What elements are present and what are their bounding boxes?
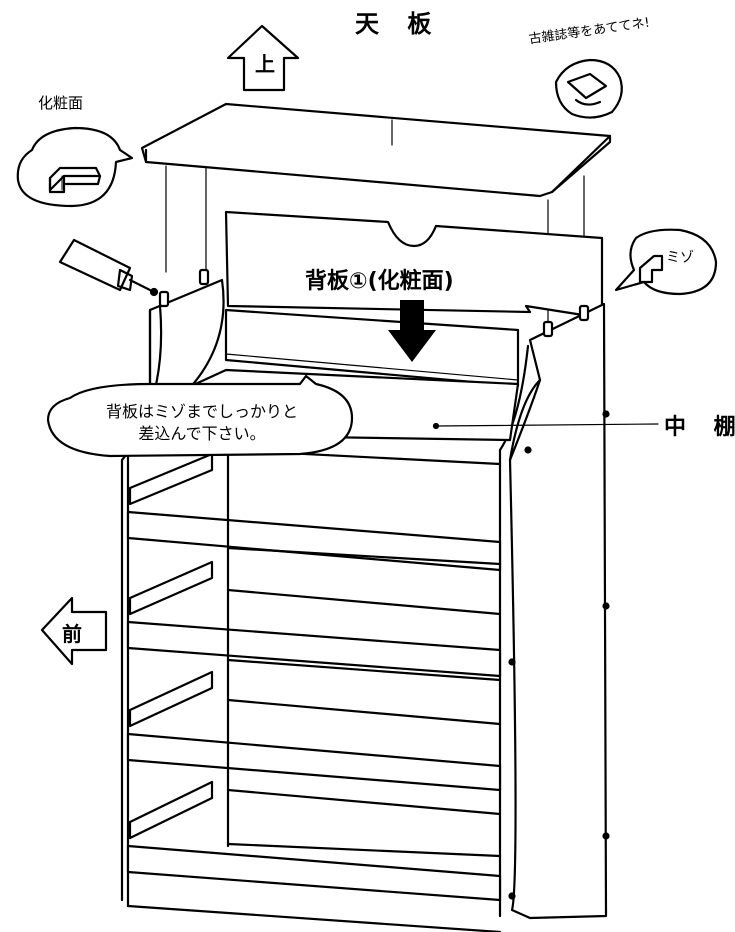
magazine-hint-icon bbox=[554, 58, 623, 119]
down-arrow-icon bbox=[388, 300, 436, 362]
finish-surface-label: 化粧面 bbox=[38, 94, 84, 112]
groove-label: ミゾ bbox=[666, 250, 694, 266]
back-board bbox=[224, 210, 604, 388]
cabinet-body bbox=[120, 268, 610, 932]
mid-shelf-leader bbox=[435, 423, 659, 427]
back-board-label: 背板①(化粧面) bbox=[305, 269, 454, 294]
up-arrow-label: 上 bbox=[255, 52, 275, 76]
instruction-line-1: 背板はミゾまでしっかりと bbox=[105, 402, 298, 421]
groove-bubble bbox=[614, 228, 718, 296]
instruction-bubble bbox=[46, 374, 354, 458]
mid-shelf-label: 中 棚 bbox=[664, 415, 735, 440]
glue-bottle-icon bbox=[58, 238, 159, 297]
instruction-line-2: 差込んで下さい。 bbox=[138, 424, 266, 443]
front-arrow-label: 前 bbox=[62, 622, 82, 646]
front-arrow-icon bbox=[40, 596, 108, 666]
finish-surface-bubble bbox=[16, 126, 134, 208]
top-board-label: 天 板 bbox=[355, 10, 442, 38]
up-arrow-icon bbox=[226, 24, 300, 92]
